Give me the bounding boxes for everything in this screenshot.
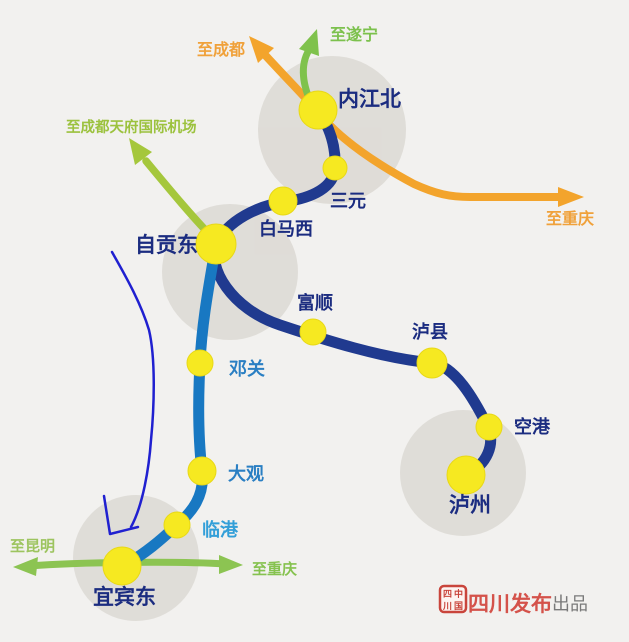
station-dots	[102, 90, 503, 586]
station-label-baimaxi: 白马西	[259, 218, 313, 239]
station-dot-luzhou	[446, 455, 486, 495]
direction-labels: 至成都 至遂宁 至重庆 至成都天府国际机场 至昆明 至重庆	[10, 25, 594, 578]
station-dot-fushun	[299, 318, 327, 346]
station-dot-luxian	[416, 347, 448, 379]
publisher-footer: 四 中 川 国 四川发布 出品	[438, 584, 588, 616]
chongqing-south-arrowhead-icon	[219, 555, 243, 574]
main-line	[208, 104, 497, 481]
station-label-daguan: 大观	[228, 463, 264, 484]
station-dot-lingang	[163, 511, 191, 539]
direction-label-chongqing-east: 至重庆	[546, 209, 594, 228]
publisher-suffix-text: 出品	[552, 594, 588, 614]
seal-char-4: 国	[454, 601, 463, 611]
station-label-dengguan: 邓关	[229, 358, 265, 379]
chengdu-arrowhead-icon	[249, 36, 274, 63]
airport-arrowhead-icon	[129, 138, 152, 165]
station-label-sanyuan: 三元	[330, 191, 366, 211]
station-dot-dengguan	[186, 349, 214, 377]
direction-label-chengdu: 至成都	[197, 40, 245, 59]
direction-label-tianfu-airport: 至成都天府国际机场	[66, 118, 197, 136]
station-dot-sanyuan	[322, 155, 348, 181]
sichuan-seal-icon: 四 中 川 国	[438, 584, 468, 614]
seal-char-3: 川	[442, 601, 452, 611]
region-circle-zigong	[162, 204, 298, 340]
station-dot-daguan	[187, 456, 217, 486]
station-label-zigongdong: 自贡东	[135, 233, 198, 257]
seal-border	[438, 584, 468, 614]
annotation-arrow-stem	[110, 250, 155, 529]
station-dot-konggang	[475, 413, 503, 441]
seal-char-1: 四	[443, 589, 452, 599]
direction-label-kunming: 至昆明	[10, 538, 55, 555]
station-label-fushun: 富顺	[297, 292, 333, 313]
station-dot-zigongdong	[195, 223, 237, 265]
station-dot-yibindong	[102, 546, 142, 586]
station-labels: 内江北 三元 白马西 自贡东 富顺 泸县 空港 泸州 邓关 大观 临港 宜宾东	[93, 87, 551, 609]
station-label-lingang: 临港	[202, 519, 239, 540]
station-label-luzhou: 泸州	[449, 494, 491, 517]
station-label-konggang: 空港	[514, 416, 551, 437]
station-dot-neijiangbei	[298, 90, 338, 130]
station-label-yibindong: 宜宾东	[93, 585, 156, 609]
annotation-arrowhead-icon	[102, 494, 140, 536]
seal-char-2: 中	[454, 588, 463, 599]
chengyu-line	[262, 52, 566, 201]
suining-arrowhead-icon	[299, 29, 319, 56]
direction-label-suining: 至遂宁	[330, 25, 378, 44]
station-dot-baimaxi	[268, 186, 298, 216]
chongqing-arrowhead-icon	[558, 187, 584, 207]
direction-label-chongqing-south: 至重庆	[252, 560, 297, 578]
kunming-arrowhead-icon	[13, 557, 38, 576]
station-label-neijiangbei: 内江北	[338, 87, 401, 111]
annotation-arrow	[102, 250, 155, 536]
chengyu-line-group	[249, 36, 584, 207]
publisher-brand-text: 四川发布	[468, 592, 552, 616]
station-label-luxian: 泸县	[412, 322, 448, 342]
